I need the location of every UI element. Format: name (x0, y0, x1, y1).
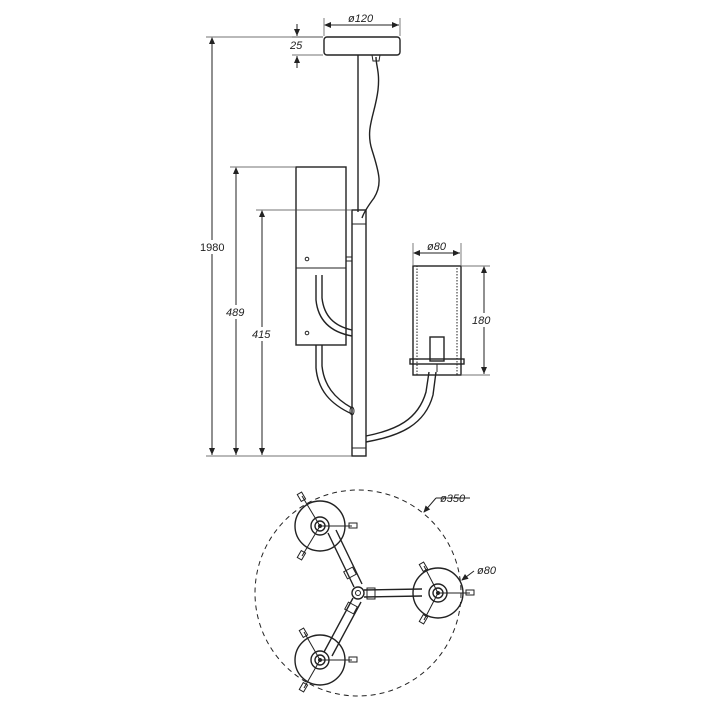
bulb-holder (429, 336, 445, 362)
span-circle (254, 489, 462, 697)
shade-bottom-left (294, 627, 358, 693)
canopy (323, 36, 401, 56)
arm-bottom-left (323, 597, 362, 657)
rear-arm-upper (315, 275, 353, 337)
power-cable (361, 56, 380, 219)
arm-right (363, 587, 423, 600)
left-arm-lower (315, 345, 353, 415)
dim-total-height: 1980 (200, 242, 224, 254)
shade-top-left (294, 491, 358, 561)
right-arm (365, 371, 437, 443)
arm-top-left (327, 529, 363, 588)
shade-right (412, 561, 475, 625)
dim-span-diameter: ø350 (440, 493, 466, 505)
hub (351, 586, 365, 600)
central-body (351, 209, 367, 457)
dim-shade-diameter-top: ø80 (477, 565, 497, 577)
dim-shade-diameter-side: ø80 (427, 241, 447, 253)
rear-shade (295, 166, 347, 346)
dim-canopy-diameter: ø120 (348, 13, 374, 25)
plan-view: ø350 (254, 489, 497, 697)
dim-shade-height: 180 (472, 315, 491, 327)
side-elevation: ø120 25 1980 489 415 ø80 180 (198, 13, 496, 457)
dim-canopy-height: 25 (289, 40, 303, 52)
dim-height-489: 489 (226, 307, 244, 319)
dim-height-415: 415 (252, 329, 271, 341)
